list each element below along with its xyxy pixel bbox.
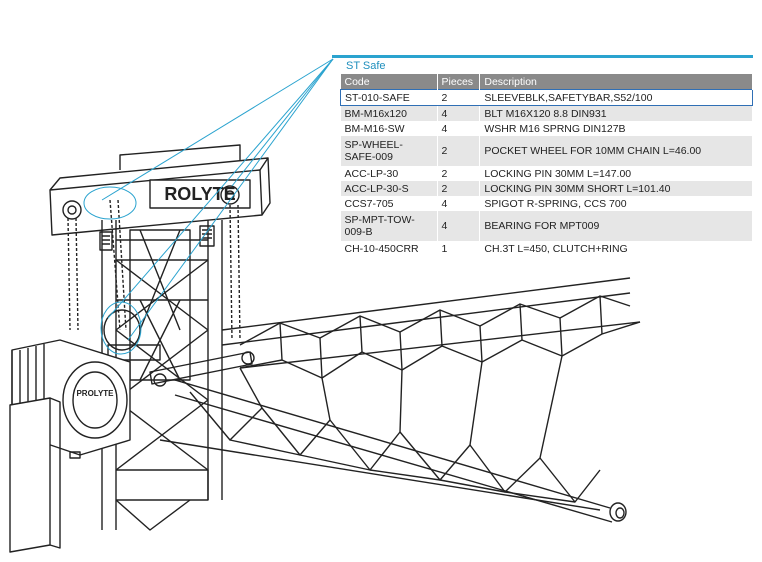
cell-code: ST-010-SAFE — [340, 89, 438, 106]
cell-description: WSHR M16 SPRNG DIN127B — [479, 121, 753, 136]
cell-code: ACC-LP-30-S — [340, 181, 438, 196]
hoist-label: PROLYTE — [76, 389, 114, 398]
table-header-row: Code Pieces Description — [340, 74, 753, 90]
cell-pieces: 1 — [437, 241, 481, 256]
cell-description: BEARING FOR MPT009 — [479, 211, 753, 241]
cell-code: BM-M16-SW — [340, 121, 438, 136]
cell-code: CCS7-705 — [340, 196, 438, 211]
panel-rule — [332, 55, 753, 58]
cell-pieces: 2 — [437, 166, 481, 181]
cell-pieces: 2 — [437, 89, 481, 106]
header-pieces: Pieces — [437, 74, 481, 90]
table-row[interactable]: ACC-LP-30 2 LOCKING PIN 30MM L=147.00 — [340, 166, 753, 181]
cell-code: SP-MPT-TOW-009-B — [340, 211, 438, 241]
header-code: Code — [340, 74, 438, 90]
table-row[interactable]: SP-MPT-TOW-009-B 4 BEARING FOR MPT009 — [340, 211, 753, 241]
table-row[interactable]: ST-010-SAFE 2 SLEEVEBLK,SAFETYBAR,S52/10… — [340, 89, 753, 106]
table-row[interactable]: BM-M16x120 4 BLT M16X120 8.8 DIN931 — [340, 105, 753, 121]
cell-pieces: 4 — [437, 105, 481, 121]
table-row[interactable]: CH-10-450CRR 1 CH.3T L=450, CLUTCH+RING — [340, 241, 753, 256]
cell-code: ACC-LP-30 — [340, 166, 438, 181]
cell-code: SP-WHEEL-SAFE-009 — [340, 136, 438, 166]
cell-description: LOCKING PIN 30MM L=147.00 — [479, 166, 753, 181]
table-row[interactable]: SP-WHEEL-SAFE-009 2 POCKET WHEEL FOR 10M… — [340, 136, 753, 166]
beam-logo: ROLYTE — [164, 184, 235, 204]
parts-table: Code Pieces Description ST-010-SAFE 2 SL… — [340, 74, 753, 256]
cell-pieces: 2 — [437, 181, 481, 196]
cell-pieces: 2 — [437, 136, 481, 166]
cell-pieces: 4 — [437, 196, 481, 211]
cell-description: SPIGOT R-SPRING, CCS 700 — [479, 196, 753, 211]
cell-description: BLT M16X120 8.8 DIN931 — [479, 105, 753, 121]
cell-description: CH.3T L=450, CLUTCH+RING — [479, 241, 753, 256]
cell-description: SLEEVEBLK,SAFETYBAR,S52/100 — [479, 89, 753, 106]
cell-description: POCKET WHEEL FOR 10MM CHAIN L=46.00 — [479, 136, 753, 166]
table-row[interactable]: CCS7-705 4 SPIGOT R-SPRING, CCS 700 — [340, 196, 753, 211]
cell-code: CH-10-450CRR — [340, 241, 438, 256]
cell-code: BM-M16x120 — [340, 105, 438, 121]
cell-pieces: 4 — [437, 211, 481, 241]
panel-title: ST Safe — [346, 60, 386, 72]
header-description: Description — [479, 74, 753, 90]
table-row[interactable]: BM-M16-SW 4 WSHR M16 SPRNG DIN127B — [340, 121, 753, 136]
cell-description: LOCKING PIN 30MM SHORT L=101.40 — [479, 181, 753, 196]
table-row[interactable]: ACC-LP-30-S 2 LOCKING PIN 30MM SHORT L=1… — [340, 181, 753, 196]
cell-pieces: 4 — [437, 121, 481, 136]
